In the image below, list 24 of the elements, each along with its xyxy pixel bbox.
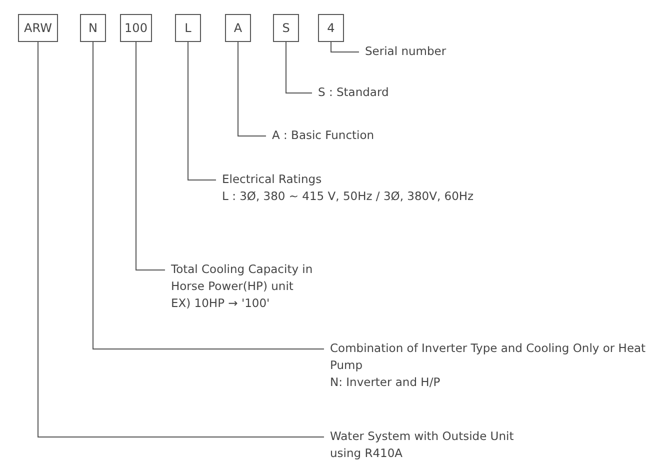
description-text: Water System with Outside Unit using R410A bbox=[330, 428, 515, 462]
description-text: A : Basic Function bbox=[272, 127, 374, 144]
code-box: ARW bbox=[18, 14, 58, 42]
code-box: S bbox=[273, 14, 299, 42]
description-detail: L : 3Ø, 380 ~ 415 V, 50Hz / 3Ø, 380V, 60Hz bbox=[222, 188, 474, 205]
code-box: L bbox=[175, 14, 201, 42]
leader-line bbox=[136, 42, 166, 270]
code-box: 100 bbox=[120, 14, 152, 42]
leader-line bbox=[92, 42, 324, 350]
description-text: S : Standard bbox=[318, 84, 389, 101]
leader-line bbox=[238, 42, 266, 136]
description-text: Electrical Ratings bbox=[222, 171, 323, 188]
leader-line bbox=[188, 42, 216, 180]
leader-line bbox=[286, 42, 312, 94]
code-box: A bbox=[225, 14, 251, 42]
code-box: N bbox=[80, 14, 106, 42]
leader-line bbox=[330, 42, 360, 52]
description-text: Total Cooling Capacity in Horse Power(HP) unit bbox=[171, 261, 314, 295]
description-text: Combination of Inverter Type and Cooling Only or Heat Pump bbox=[330, 340, 647, 374]
leader-line bbox=[38, 42, 324, 438]
description-detail: N: Inverter and H/P bbox=[330, 374, 442, 391]
description-text: Serial number bbox=[365, 43, 446, 60]
description-detail: EX) 10HP → '100' bbox=[171, 295, 271, 312]
code-box: 4 bbox=[318, 14, 344, 42]
